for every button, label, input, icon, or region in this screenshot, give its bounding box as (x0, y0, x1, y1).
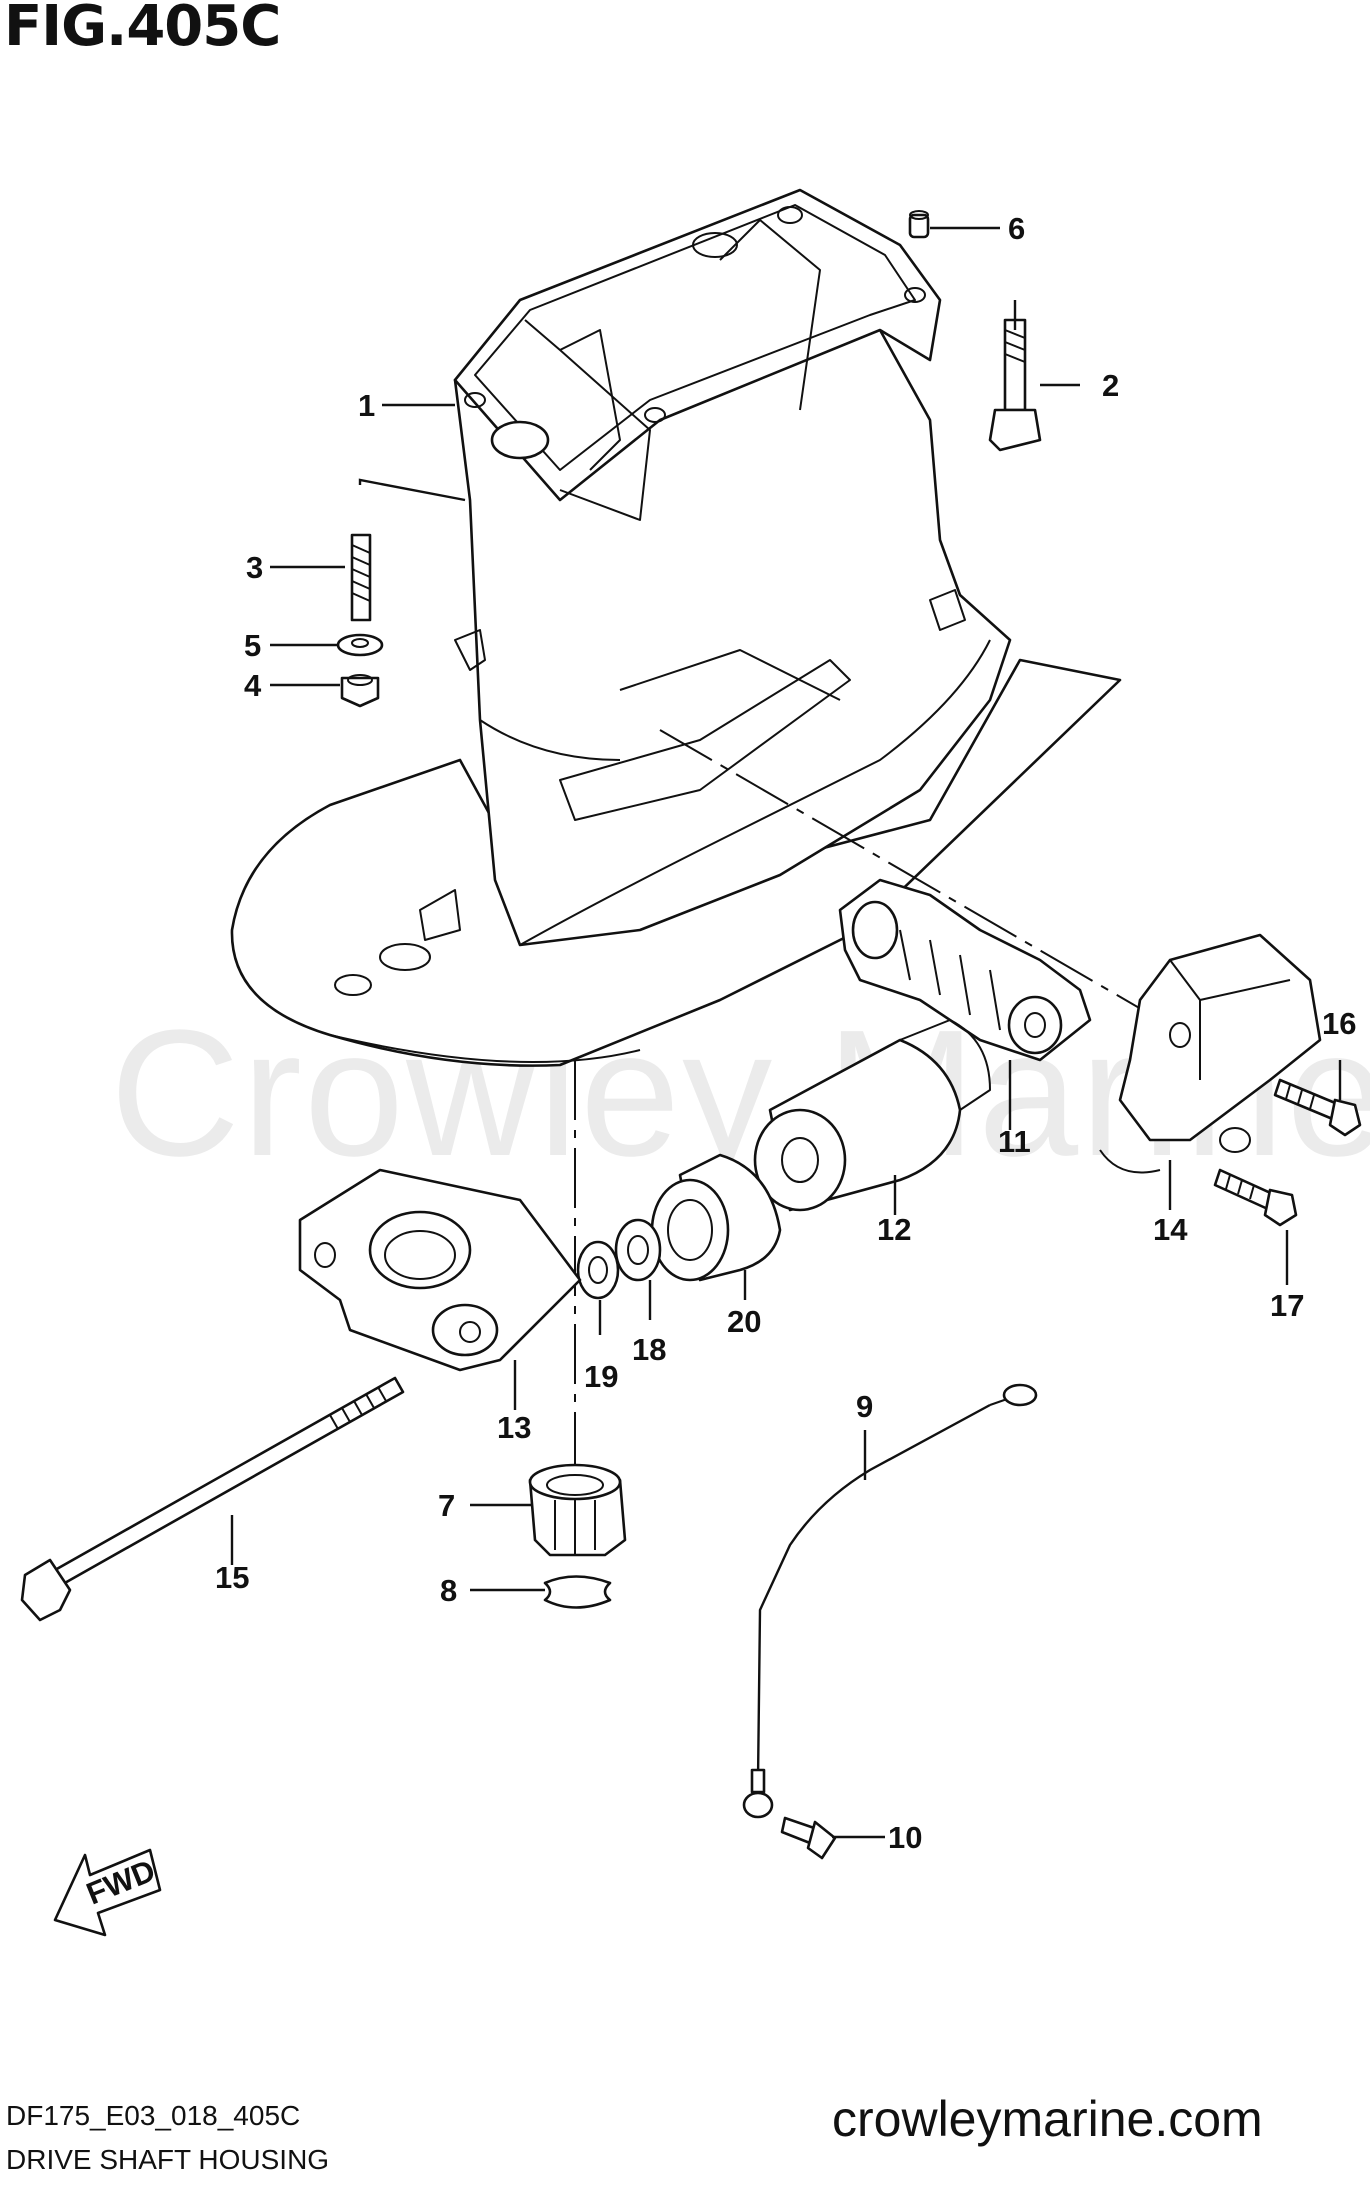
callout-12: 12 (877, 1212, 911, 1247)
callout-2: 2 (1102, 368, 1119, 403)
diagram-code: DF175_E03_018_405C (6, 2100, 301, 2131)
part-5-washer[interactable] (336, 633, 384, 657)
part-11-mount-rubber[interactable] (838, 878, 1092, 1062)
callout-6: 6 (1008, 211, 1025, 246)
callout-7: 7 (438, 1488, 455, 1523)
callout-10: 10 (888, 1820, 922, 1855)
part-17-bolt[interactable] (1213, 1168, 1298, 1227)
callout-3: 3 (246, 550, 263, 585)
callout-5: 5 (244, 628, 261, 663)
callout-20: 20 (727, 1304, 761, 1339)
figure-title: FIG.405C (4, 0, 281, 59)
fwd-arrow-icon: FWD (53, 1848, 162, 1937)
callout-13: 13 (497, 1410, 531, 1445)
callout-15: 15 (215, 1560, 249, 1595)
callout-11: 11 (998, 1124, 1031, 1159)
part-2-bolt[interactable] (988, 318, 1042, 452)
part-8-clip[interactable] (543, 1575, 612, 1609)
callout-14: 14 (1153, 1212, 1188, 1247)
callout-4: 4 (244, 668, 262, 703)
callout-8: 8 (440, 1573, 457, 1608)
callout-18: 18 (632, 1332, 666, 1367)
part-3-stud[interactable] (350, 533, 372, 622)
part-4-nut[interactable] (340, 674, 380, 708)
part-13-bracket[interactable] (298, 1168, 582, 1372)
part-16-bolt[interactable] (1273, 1078, 1362, 1137)
part-7-nut[interactable] (528, 1463, 627, 1557)
callout-16: 16 (1322, 1006, 1356, 1041)
drive-shaft-housing[interactable] (230, 188, 1122, 1067)
callout-19: 19 (584, 1359, 618, 1394)
diagram-caption: DRIVE SHAFT HOUSING (6, 2144, 330, 2175)
part-18-washer[interactable] (614, 1218, 662, 1282)
part-19-washer[interactable] (576, 1240, 620, 1300)
part-9-ground-wire[interactable] (742, 1383, 1038, 1819)
part-15-through-bolt[interactable] (20, 1376, 405, 1622)
part-6-dowel-pin[interactable] (908, 210, 930, 239)
part-14-mount-cover[interactable] (1099, 933, 1322, 1174)
site-url: crowleymarine.com (832, 2091, 1263, 2147)
part-10-screw[interactable] (780, 1816, 837, 1860)
callout-labels: 1 2 3 4 5 6 7 8 9 10 11 12 13 14 15 16 1… (215, 211, 1356, 1855)
callout-1: 1 (358, 388, 375, 423)
mount-axis-line (659, 729, 1161, 1021)
callout-9: 9 (856, 1389, 873, 1424)
leader-lines (230, 226, 1342, 1839)
part-20-bushing[interactable] (650, 1153, 782, 1282)
part-12-mount[interactable] (753, 1019, 991, 1212)
callout-17: 17 (1270, 1288, 1304, 1323)
